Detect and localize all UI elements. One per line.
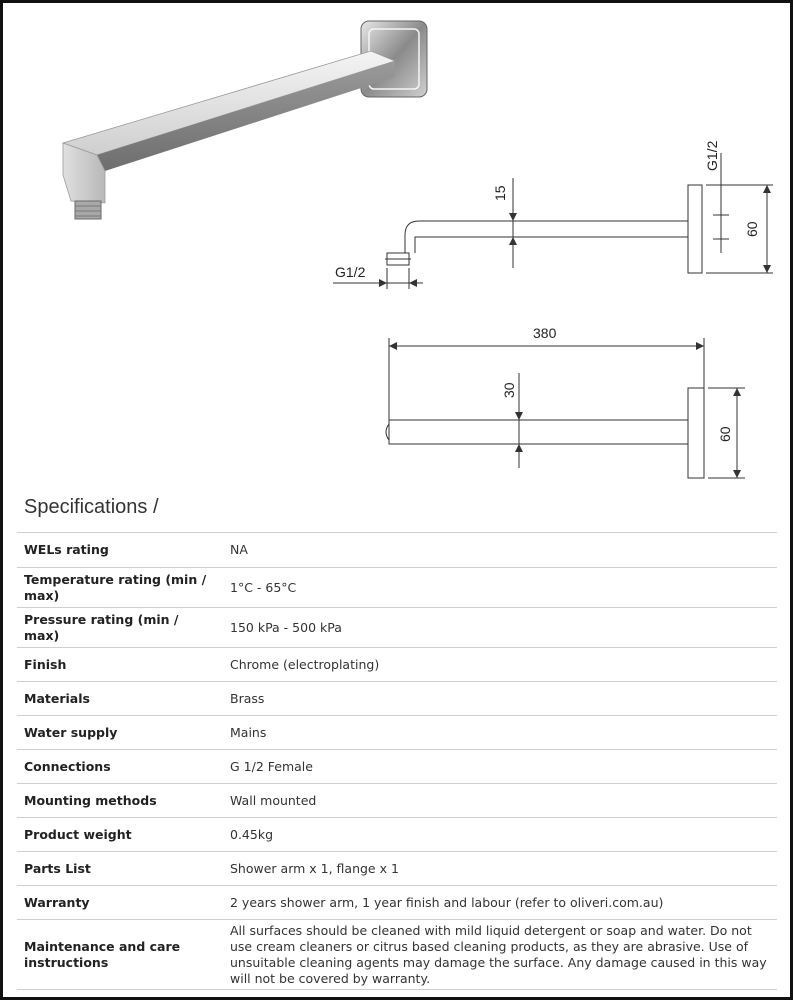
table-row: Product weight 0.45kg [17,817,777,852]
spec-value: All surfaces should be cleaned with mild… [223,919,777,990]
spec-value: Wall mounted [223,783,777,818]
spec-label: Product weight [17,817,223,852]
dim-15: 15 [492,185,508,201]
table-row: Pressure rating (min / max) 150 kPa - 50… [17,607,777,648]
shower-arm-photo [61,20,428,220]
table-row: Warranty 2 years shower arm, 1 year fini… [17,885,777,920]
dim-60-side: 60 [744,221,760,237]
spec-value: NA [223,532,777,568]
spec-label: Parts List [17,851,223,886]
spec-value: G 1/2 Female [223,749,777,784]
specifications-table: WELs rating NA Temperature rating (min /… [17,532,777,990]
spec-label: Finish [17,647,223,682]
dim-g-half-bottom: G1/2 [335,264,366,280]
dim-60-top: 60 [717,426,733,442]
spec-label: Connections [17,749,223,784]
spec-label: Materials [17,681,223,716]
table-row: Mounting methods Wall mounted [17,783,777,818]
spec-label: Warranty [17,885,223,920]
table-row: WELs rating NA [17,532,777,568]
table-row: Finish Chrome (electroplating) [17,647,777,682]
table-row: Materials Brass [17,681,777,716]
side-elevation-drawing: G1/2 15 60 G1/2 [333,140,773,289]
table-row: Water supply Mains [17,715,777,750]
spec-label: Temperature rating (min / max) [17,567,223,608]
spec-value: Mains [223,715,777,750]
spec-value: Brass [223,681,777,716]
spec-value: 0.45kg [223,817,777,852]
specifications-title: Specifications / [24,496,159,518]
dim-g-half-top: G1/2 [704,140,720,171]
table-row: Connections G 1/2 Female [17,749,777,784]
dim-380: 380 [533,325,557,341]
spec-label: Maintenance and care instructions [17,919,223,990]
spec-value: 1°C - 65°C [223,567,777,608]
spec-value: 2 years shower arm, 1 year finish and la… [223,885,777,920]
top-view-drawing: 380 30 60 [385,325,745,479]
spec-label: Pressure rating (min / max) [17,607,223,648]
dim-30: 30 [501,382,517,398]
table-row: Temperature rating (min / max) 1°C - 65°… [17,567,777,608]
table-row: Maintenance and care instructions All su… [17,919,777,990]
spec-label: WELs rating [17,532,223,568]
spec-label: Water supply [17,715,223,750]
table-row: Parts List Shower arm x 1, flange x 1 [17,851,777,886]
spec-label: Mounting methods [17,783,223,818]
spec-value: Chrome (electroplating) [223,647,777,682]
spec-value: 150 kPa - 500 kPa [223,607,777,648]
spec-value: Shower arm x 1, flange x 1 [223,851,777,886]
